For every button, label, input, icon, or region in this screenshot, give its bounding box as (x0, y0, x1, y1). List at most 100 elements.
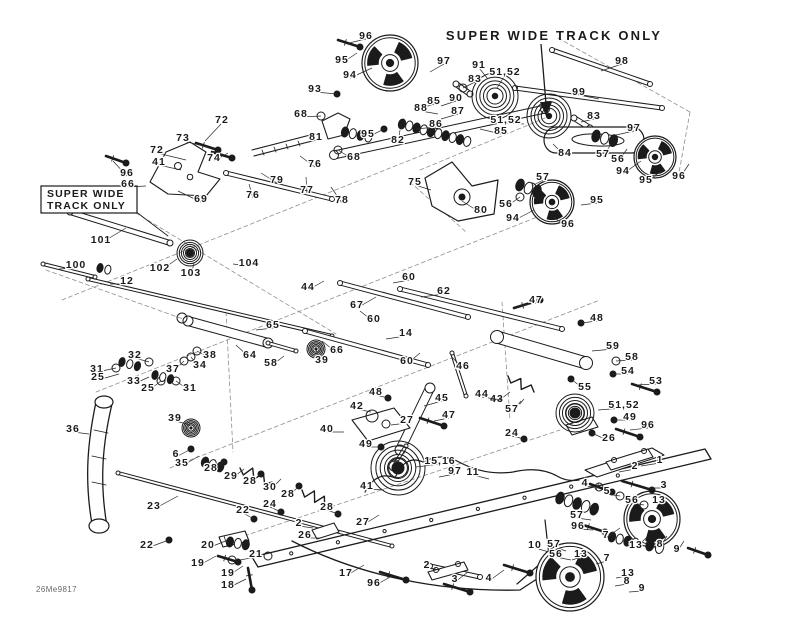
part-callout-39: 39 (315, 354, 329, 366)
part-callout-41: 41 (152, 156, 166, 168)
leader-line (362, 514, 380, 526)
leader-line (531, 179, 544, 187)
part-callout-51-52: 51,52 (608, 399, 639, 411)
part-callout-65: 65 (266, 319, 280, 331)
leader-line (577, 528, 594, 531)
leader-line (356, 408, 372, 413)
part-callout-40: 40 (320, 423, 334, 435)
leader-line (341, 52, 358, 64)
leader-line (210, 461, 225, 472)
part-callout-58: 58 (264, 357, 278, 369)
part-callout-96: 96 (561, 218, 575, 230)
part-callout-86: 86 (429, 118, 443, 130)
part-callout-91: 91 (472, 59, 486, 71)
part-callout-85: 85 (494, 125, 508, 137)
part-callout-51-52: 51,52 (489, 66, 520, 78)
part-callout-15-16: 15,16 (424, 455, 455, 467)
part-callout-82: 82 (391, 134, 405, 146)
leader-line (440, 100, 457, 107)
leader-line (204, 122, 223, 142)
part-callout-3: 3 (661, 479, 668, 491)
leader-line (472, 474, 490, 480)
leader-line (356, 296, 377, 309)
leader-line (392, 279, 410, 284)
leader-line (239, 556, 257, 561)
box-label-line2: TRACK ONLY (47, 200, 126, 212)
leader-line (676, 540, 685, 553)
part-callout-55: 55 (578, 381, 592, 393)
part-callout-28: 28 (320, 501, 334, 513)
part-callout-95: 95 (335, 54, 349, 66)
part-callout-27: 27 (356, 516, 370, 528)
part-callout-24: 24 (505, 427, 519, 439)
leader-line (659, 535, 668, 548)
part-callout-20: 20 (201, 539, 215, 551)
part-callout-37: 37 (166, 363, 180, 375)
leader-line (349, 67, 373, 79)
leader-line (366, 488, 385, 491)
leader-line (414, 184, 432, 191)
leader-line (512, 209, 535, 222)
leader-line (552, 143, 566, 157)
part-callout-57: 57 (506, 403, 520, 415)
part-callout-44: 44 (475, 388, 489, 400)
part-callout-13: 13 (629, 539, 643, 551)
leader-line (628, 590, 643, 593)
part-callout-97: 97 (437, 55, 451, 67)
part-callout-39: 39 (168, 412, 182, 424)
leader-line (423, 400, 443, 407)
leader-line (207, 539, 229, 549)
leader-line (153, 495, 179, 510)
leader-line (512, 398, 525, 413)
part-callout-14: 14 (399, 327, 413, 339)
leader-line (578, 94, 600, 100)
part-callout-28: 28 (281, 488, 295, 500)
leader-line (618, 468, 636, 473)
part-callout-93: 93 (308, 83, 322, 95)
part-callout-2: 2 (632, 460, 639, 472)
leader-line (605, 527, 621, 539)
diagram-artwork (40, 34, 712, 612)
leader-line (597, 407, 625, 411)
leader-line (479, 128, 502, 135)
part-callout-77: 77 (300, 184, 314, 196)
leader-line (235, 344, 251, 359)
leader-line (429, 63, 445, 73)
part-callout-9: 9 (674, 543, 681, 555)
leader-line (640, 462, 661, 467)
leader-line (496, 391, 511, 403)
leader-line (156, 152, 187, 161)
leader-line (580, 202, 598, 206)
leader-line (177, 190, 202, 203)
leader-line (307, 280, 325, 291)
part-callout-84: 84 (558, 147, 572, 159)
leader-line (213, 152, 229, 162)
leader-line (505, 196, 521, 208)
leader-line (440, 113, 459, 120)
part-callout-68: 68 (294, 108, 308, 120)
part-callout-81: 81 (309, 131, 323, 143)
leader-line (232, 263, 250, 267)
leader-line (314, 91, 338, 95)
leader-line (337, 149, 355, 161)
part-callout-83: 83 (468, 73, 482, 85)
leader-line (418, 103, 435, 110)
part-callout-79: 79 (270, 174, 284, 186)
leader-line (269, 506, 282, 513)
part-callout-75: 75 (408, 176, 422, 188)
part-callout-72: 72 (215, 114, 229, 126)
part-callout-12: 12 (120, 275, 134, 287)
part-callout-45: 45 (435, 392, 449, 404)
leader-line (96, 367, 117, 373)
part-callout-34: 34 (193, 359, 207, 371)
part-callout-3: 3 (452, 573, 459, 585)
part-callout-95: 95 (639, 174, 653, 186)
part-callout-1: 1 (657, 454, 664, 466)
leader-line (614, 583, 628, 587)
leader-line (636, 383, 657, 386)
part-callout-51-52: 51,52 (490, 114, 521, 126)
leader-line (159, 258, 178, 272)
leader-line (373, 575, 393, 587)
leader-line (172, 360, 185, 373)
part-callout-95: 95 (361, 128, 375, 140)
